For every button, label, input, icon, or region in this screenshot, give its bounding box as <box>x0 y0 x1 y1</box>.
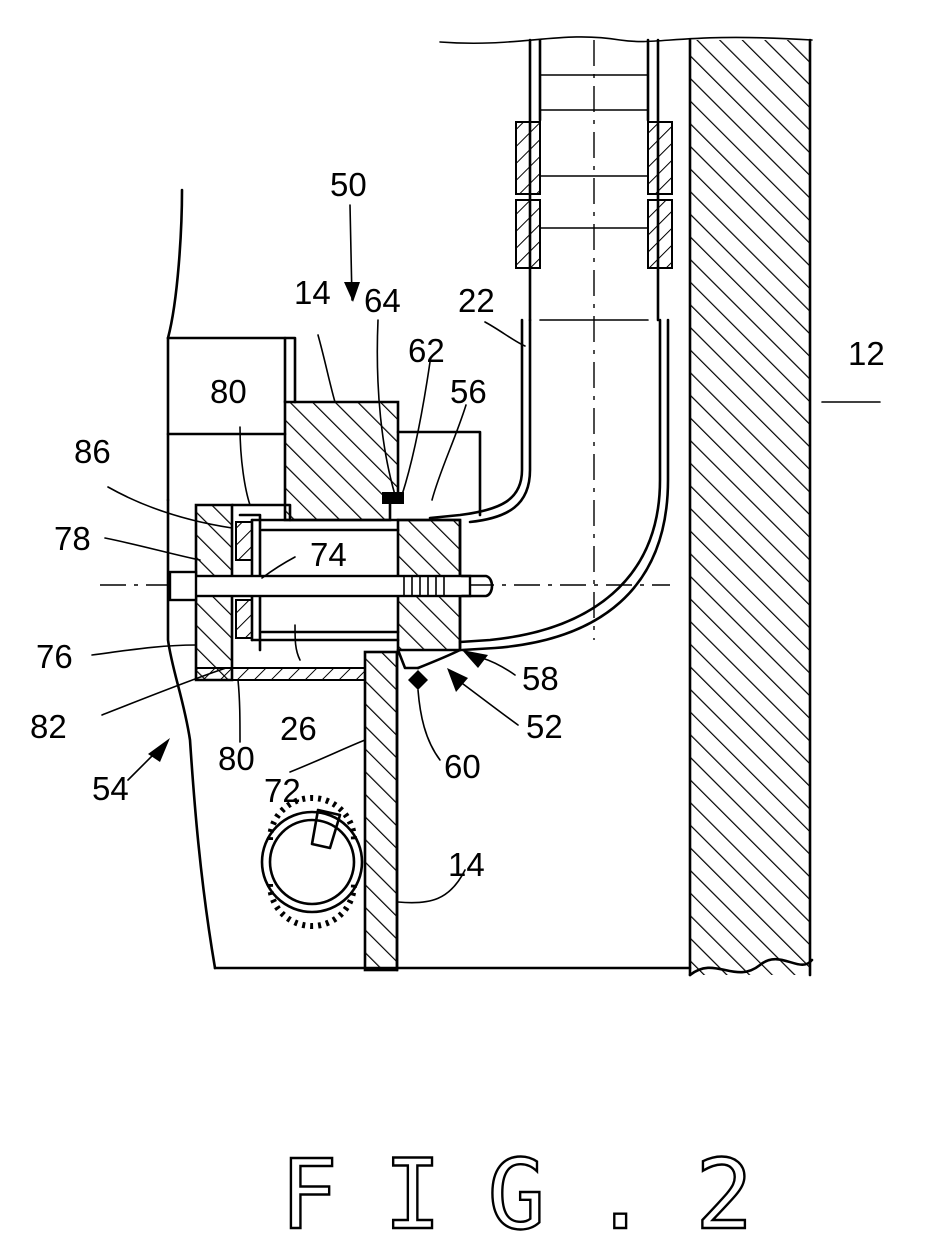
label-74: 74 <box>310 536 347 573</box>
label-76: 76 <box>36 638 73 675</box>
label-78: 78 <box>54 520 91 557</box>
label-82: 82 <box>30 708 67 745</box>
label-12: 12 <box>848 335 885 372</box>
lower-wall-14 <box>365 652 397 970</box>
figure-caption: FIG.2 <box>280 1139 799 1250</box>
label-86: 86 <box>74 433 111 470</box>
label-80-upper: 80 <box>210 373 247 410</box>
label-62: 62 <box>408 332 445 369</box>
label-72: 72 <box>264 772 301 809</box>
label-22: 22 <box>458 282 495 319</box>
pipe-22 <box>516 40 672 640</box>
small-pipe <box>262 798 362 926</box>
label-54: 54 <box>92 770 129 807</box>
label-14-upper: 14 <box>294 274 331 311</box>
label-26: 26 <box>280 710 317 747</box>
label-56: 56 <box>450 373 487 410</box>
label-80-lower: 80 <box>218 740 255 777</box>
label-14-lower: 14 <box>448 846 485 883</box>
label-60: 60 <box>444 748 481 785</box>
label-64: 64 <box>364 282 401 319</box>
label-50: 50 <box>330 166 367 203</box>
label-52: 52 <box>526 708 563 745</box>
label-58: 58 <box>522 660 559 697</box>
